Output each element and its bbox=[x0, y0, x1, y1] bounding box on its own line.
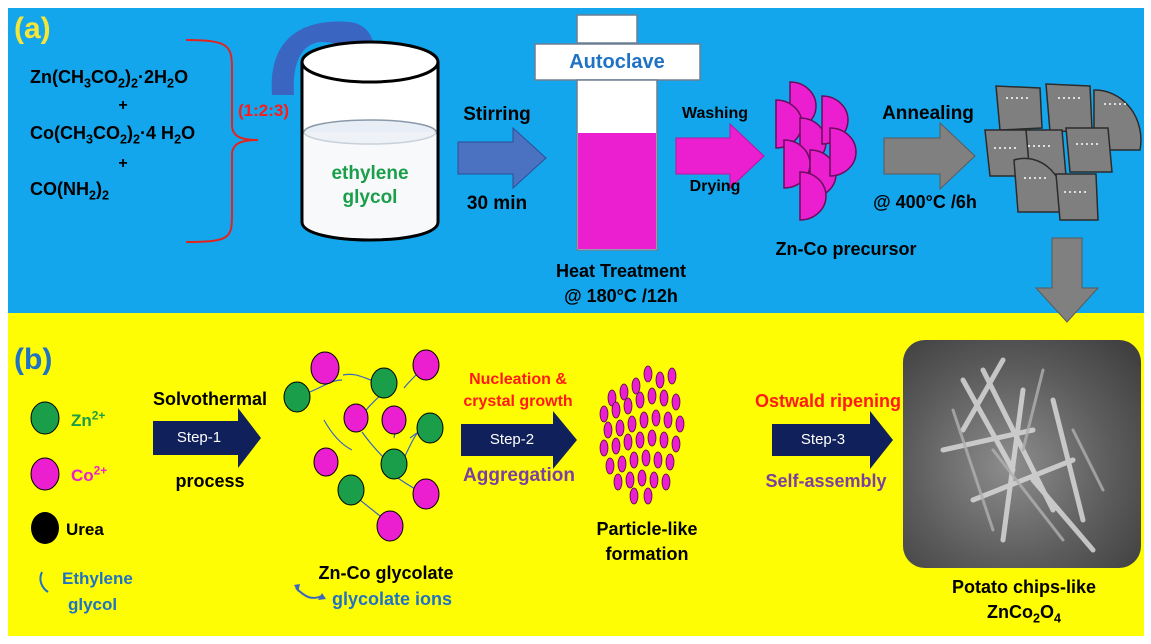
annealing-arrow bbox=[883, 121, 976, 191]
glycolate-connectors bbox=[299, 365, 431, 517]
stirring-arrow bbox=[457, 126, 547, 190]
legend-urea-label: Urea bbox=[66, 520, 104, 539]
reactant-bracket bbox=[185, 39, 259, 243]
self-assembly-label: Self-assembly bbox=[765, 471, 887, 491]
annealed-flakes-icon bbox=[984, 83, 1142, 221]
reactant-urea: CO(NH2)2 bbox=[30, 179, 110, 203]
particle-label-2: formation bbox=[605, 544, 689, 564]
solvent-label-2: glycol bbox=[342, 187, 398, 208]
ostwald-label: Ostwald ripening bbox=[754, 391, 902, 411]
panel-a-label: (a) bbox=[14, 12, 51, 45]
annealing-condition: @ 400°C /6h bbox=[873, 192, 977, 212]
step-1-arrow bbox=[153, 408, 261, 468]
drying-label: Drying bbox=[689, 178, 741, 195]
stirring-label: Stirring bbox=[463, 104, 531, 125]
reactant-cobalt-acetate: Co(CH3CO2)2·4 H2O bbox=[30, 123, 196, 147]
molar-ratio: (1:2:3) bbox=[238, 101, 290, 120]
step-1-label: Step-1 bbox=[176, 429, 222, 446]
legend-zn-circle bbox=[30, 401, 60, 435]
annealing-label: Annealing bbox=[882, 103, 974, 124]
panel-b-label: (b) bbox=[14, 343, 53, 376]
legend-glycol-label-2: glycol bbox=[68, 595, 118, 614]
solvothermal-label: Solvothermal bbox=[152, 389, 268, 409]
heat-treatment-label: Heat Treatment bbox=[555, 261, 687, 281]
legend-co-circle bbox=[30, 457, 60, 491]
glycolate-label: Zn-Co glycolate bbox=[318, 563, 454, 583]
glycolate-ion-curve bbox=[295, 587, 323, 599]
beaker-icon bbox=[300, 40, 440, 242]
sem-texture bbox=[940, 357, 1105, 553]
step-3-arrow bbox=[772, 411, 893, 469]
down-arrow bbox=[1034, 237, 1100, 323]
plus-sign-1: + bbox=[118, 97, 128, 114]
glycolate-spheres bbox=[283, 349, 444, 542]
process-label: process bbox=[175, 471, 245, 491]
legend-zn-label: Zn2+ bbox=[71, 408, 106, 430]
washing-label: Washing bbox=[681, 105, 749, 122]
glycolate-ions-label: glycolate ions bbox=[332, 589, 453, 609]
legend-urea-circle bbox=[31, 512, 59, 544]
step-3-label: Step-3 bbox=[800, 431, 846, 448]
precursor-flakes-icon bbox=[775, 81, 857, 221]
reactant-zinc-acetate: Zn(CH3CO2)2·2H2O bbox=[30, 67, 189, 91]
heat-treatment-condition: @ 180°C /12h bbox=[564, 286, 678, 306]
autoclave-icon bbox=[534, 14, 701, 251]
legend-glycol-curve bbox=[39, 571, 49, 593]
nucleation-label-1: Nucleation & bbox=[469, 371, 567, 388]
stirring-time: 30 min bbox=[466, 193, 528, 214]
plus-sign-2: + bbox=[118, 155, 128, 172]
aggregation-label: Aggregation bbox=[463, 465, 575, 486]
nucleation-label-2: crystal growth bbox=[463, 393, 573, 410]
washing-arrow bbox=[675, 122, 765, 190]
particle-label-1: Particle-like bbox=[596, 519, 698, 539]
autoclave-label: Autoclave bbox=[569, 51, 665, 73]
solvent-label-1: ethylene bbox=[331, 163, 409, 184]
particle-aggregate bbox=[599, 365, 685, 505]
product-formula: ZnCo2O4 bbox=[986, 602, 1062, 626]
legend-co-label: Co2+ bbox=[71, 463, 108, 485]
sem-micrograph bbox=[903, 340, 1141, 568]
precursor-label: Zn-Co precursor bbox=[775, 239, 917, 259]
step-2-arrow bbox=[461, 411, 577, 469]
step-2-label: Step-2 bbox=[489, 431, 535, 448]
product-label: Potato chips-like bbox=[951, 577, 1097, 597]
annealed-flake-dots bbox=[994, 97, 1126, 193]
legend-glycol-label-1: Ethylene bbox=[62, 569, 133, 588]
